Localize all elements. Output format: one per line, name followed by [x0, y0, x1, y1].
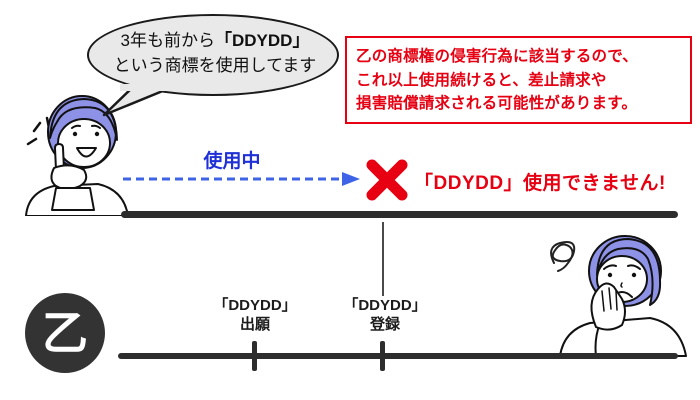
bubble-line1-trademark: 「DDYDD」: [215, 31, 310, 50]
dashed-arrow: [123, 172, 360, 186]
pointing-finger: [54, 143, 65, 171]
warning-line1: 乙の商標権の侵害行為に該当するので、: [356, 48, 638, 65]
confusion-scribble-icon: [550, 241, 576, 272]
emphasis-lines-icon: [26, 116, 51, 146]
infringement-warning-box: 乙の商標権の侵害行為に該当するので、 これ以上使用続けると、差止請求や 損害賠償…: [345, 36, 692, 124]
face: [57, 118, 111, 168]
speech-bubble: [87, 14, 339, 96]
smiling-mouth: [76, 147, 97, 158]
worried-woman-illustration: [550, 235, 687, 357]
body: [559, 317, 687, 357]
speech-bubble-tail: [102, 84, 172, 117]
fist: [50, 164, 88, 190]
warning-line3: 損害賠償請求される可能性があります。: [356, 95, 638, 113]
bubble-line2: という商標を使用してます: [113, 55, 317, 75]
warning-line2: これ以上使用続けると、差止請求や: [356, 71, 607, 89]
x-mark-icon: [366, 159, 408, 201]
registration-tick: [380, 341, 385, 371]
speech-bubble-text: 3年も前から「DDYDD」 という商標を使用してます: [96, 29, 334, 78]
event-registration-label: 「DDYDD」 登録: [343, 297, 427, 333]
application-tick: [252, 341, 257, 371]
event-application-label: 「DDYDD」 出願: [213, 297, 297, 333]
sleeve-cuff: [51, 187, 95, 211]
registration-timeline: [118, 353, 678, 359]
registration-connector-line: [382, 222, 384, 296]
hair-bangs: [49, 98, 118, 141]
party-otsu-badge: 乙: [25, 293, 105, 373]
usage-timeline: [121, 211, 678, 218]
cannot-use-label: 「DDYDD」使用できません!: [414, 173, 666, 194]
hair-bangs: [596, 238, 662, 306]
bubble-line1-prefix: 3年も前から: [120, 31, 215, 50]
happy-woman-illustration: [25, 95, 129, 216]
in-use-label: 使用中: [203, 151, 261, 172]
